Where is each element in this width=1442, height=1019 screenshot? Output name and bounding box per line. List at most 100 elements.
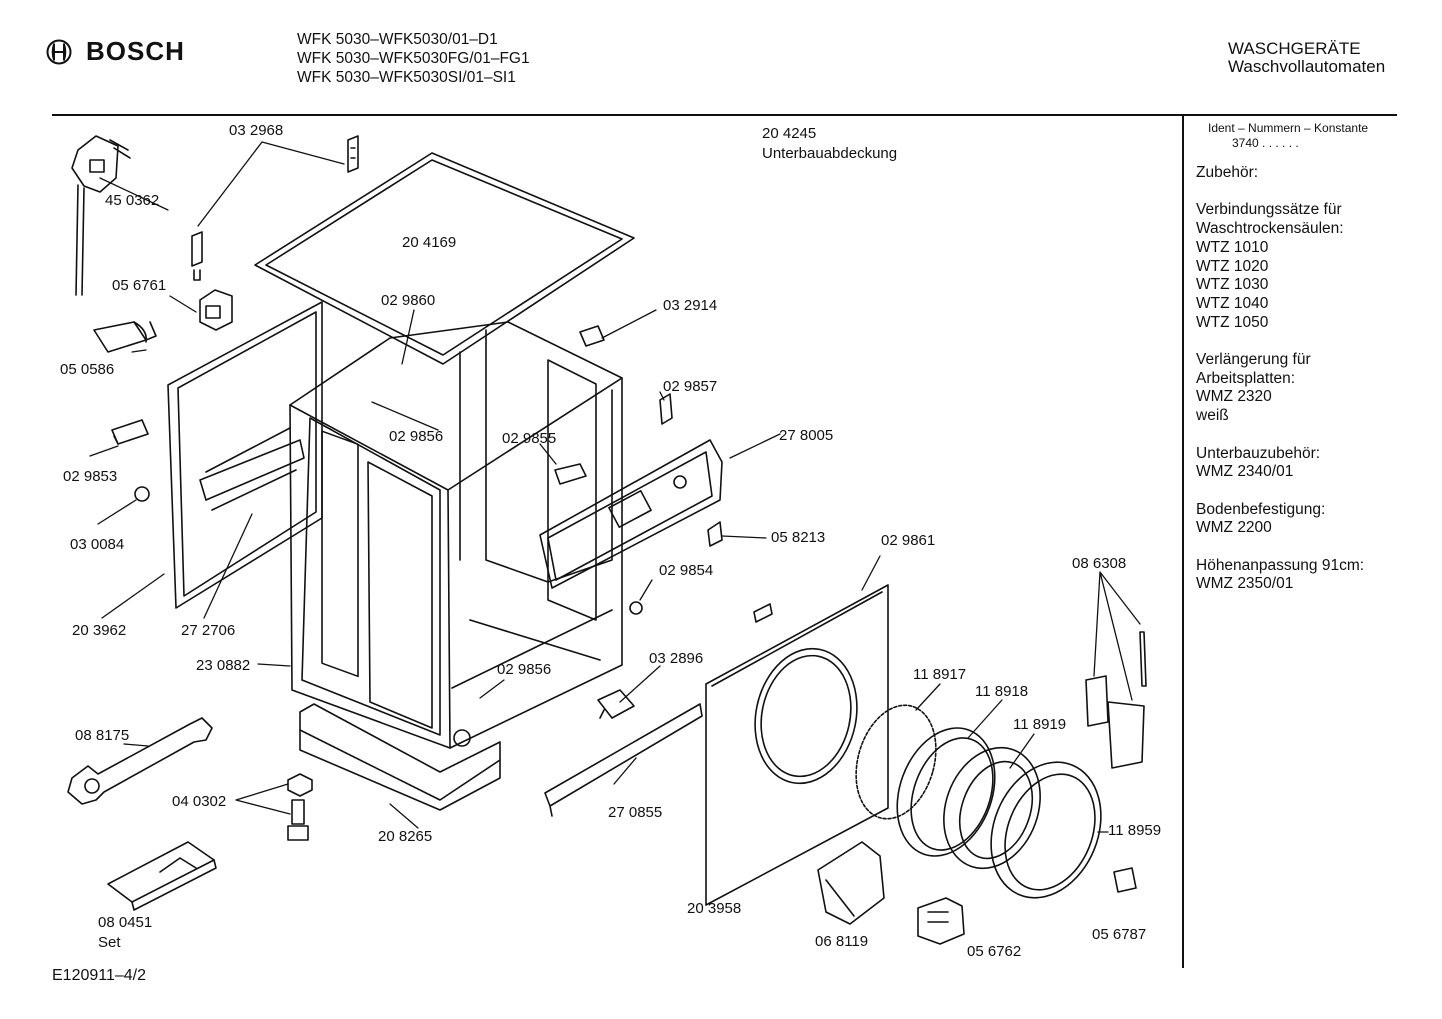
knob-part xyxy=(134,486,150,502)
bolt-part xyxy=(287,799,309,841)
category-heading: WASCHGERÄTE Waschvollautomaten xyxy=(1228,40,1385,76)
door-frame-part xyxy=(990,761,1102,899)
drawing-code: E120911–4/2 xyxy=(52,967,147,984)
label-056762: 05 6762 xyxy=(967,943,1022,960)
rear-panel-part xyxy=(167,301,323,609)
label-029857: 02 9857 xyxy=(663,378,718,395)
accessory-line: WTZ 1020 xyxy=(1196,257,1269,275)
model-list: WFK 5030–WFK5030/01–D1 WFK 5030–WFK5030F… xyxy=(297,30,530,87)
label-208265: 20 8265 xyxy=(378,828,433,845)
label-118919: 11 8919 xyxy=(1013,716,1067,733)
accessory-line: WMZ 2340/01 xyxy=(1196,463,1294,481)
hinge-bracket-part xyxy=(597,689,635,719)
spanner-part xyxy=(67,717,213,805)
label-204245: 20 4245 xyxy=(762,125,817,142)
power-plug-part xyxy=(71,135,131,296)
label-230882: 23 0882 xyxy=(196,657,251,674)
label-118959: 11 8959 xyxy=(1108,822,1162,839)
accessory-line: Zubehör: xyxy=(1196,164,1259,181)
door-handle-part xyxy=(817,841,885,925)
front-panel-part xyxy=(705,584,889,906)
cap-part xyxy=(1113,867,1137,893)
header-divider xyxy=(52,114,1397,116)
label-029853: 02 9853 xyxy=(63,468,118,485)
model-line: WFK 5030–WFK5030SI/01–SI1 xyxy=(297,69,516,86)
bracket-part xyxy=(347,135,359,173)
accessory-line: Bodenbefestigung: xyxy=(1196,500,1326,518)
label-029861: 02 9861 xyxy=(881,532,936,549)
housing-part xyxy=(289,321,623,749)
mounting-plate-part xyxy=(107,841,217,911)
latch-part xyxy=(111,419,149,445)
clip-part xyxy=(707,521,723,547)
label-032968: 03 2968 xyxy=(229,122,284,139)
label-030084: 03 0084 xyxy=(70,536,125,553)
door-hook-part xyxy=(917,897,965,945)
top-cover-part xyxy=(254,152,635,365)
label-118918: 11 8918 xyxy=(975,683,1029,700)
accessory-section: Bodenbefestigung: WMZ 2200 xyxy=(1196,501,1364,538)
label-029854: 02 9854 xyxy=(659,562,714,579)
accessories-list: Zubehör: Verbindungssätze für Waschtrock… xyxy=(1196,164,1364,613)
clip-part xyxy=(554,463,587,485)
bracket-part xyxy=(753,603,773,623)
model-line: WFK 5030–WFK5030FG/01–FG1 xyxy=(297,50,530,67)
accessory-line: Verlängerung für xyxy=(1196,351,1311,368)
door-seal-part xyxy=(855,704,937,820)
label-086308: 08 6308 xyxy=(1072,555,1127,572)
nut-part xyxy=(287,773,313,797)
ident-value: 3740 . . . . . . xyxy=(1232,136,1299,150)
door-switch-part xyxy=(199,289,233,331)
accessory-line: WTZ 1030 xyxy=(1196,276,1269,294)
bracket-part xyxy=(191,231,203,281)
label-029855: 02 9855 xyxy=(502,430,557,447)
label-050586: 05 0586 xyxy=(60,361,115,378)
label-080451: 08 0451 xyxy=(98,914,153,931)
accessory-line: WMZ 2320 xyxy=(1196,388,1272,406)
label-029856-top: 02 9856 xyxy=(389,428,444,445)
ident-title: Ident – Nummern – Konstante xyxy=(1208,121,1369,135)
model-line: WFK 5030–WFK5030/01–D1 xyxy=(297,31,498,48)
leader-lines xyxy=(89,141,1141,833)
accessory-line: weiß xyxy=(1196,407,1229,425)
label-029856-bottom: 02 9856 xyxy=(497,661,552,678)
accessory-line: WTZ 1050 xyxy=(1196,313,1269,331)
toe-board-part xyxy=(544,703,703,817)
accessory-section: Unterbauzubehör: WMZ 2340/01 xyxy=(1196,445,1364,482)
filter-part xyxy=(93,321,157,353)
accessory-line: WTZ 1010 xyxy=(1196,238,1269,256)
label-204245-desc: Unterbauabdeckung xyxy=(762,145,898,162)
brand-logo: BOSCH xyxy=(46,36,185,67)
accessory-line: WMZ 2200 xyxy=(1196,519,1272,537)
label-278005: 27 8005 xyxy=(779,427,834,444)
accessory-line: WMZ 2350/01 xyxy=(1196,575,1294,593)
accessory-line: Verbindungssätze für xyxy=(1196,201,1342,219)
door-ring-part xyxy=(896,727,996,857)
brand-name: BOSCH xyxy=(86,36,185,66)
clip-part xyxy=(579,325,605,347)
grommet-part xyxy=(629,601,643,615)
clip-part xyxy=(659,393,673,425)
label-118917: 11 8917 xyxy=(913,666,967,683)
base-plate-part xyxy=(299,703,501,811)
ident-block: Ident – Nummern – Konstante 3740 . . . .… xyxy=(1208,121,1368,151)
accessory-line: Arbeitsplatten: xyxy=(1196,369,1296,387)
label-272706: 27 2706 xyxy=(181,622,236,639)
label-032914: 03 2914 xyxy=(663,297,718,314)
accessory-section: Höhenanpassung 91cm: WMZ 2350/01 xyxy=(1196,557,1364,594)
label-032896: 03 2896 xyxy=(649,650,704,667)
label-058213: 05 8213 xyxy=(771,529,826,546)
accessory-section: Verlängerung für Arbeitsplatten: WMZ 232… xyxy=(1196,351,1364,426)
accessory-line: Höhenanpassung 91cm: xyxy=(1196,556,1365,574)
label-080451-set: Set xyxy=(98,934,121,951)
label-068119: 06 8119 xyxy=(815,933,869,950)
label-203962: 20 3962 xyxy=(72,622,127,639)
label-088175: 08 8175 xyxy=(75,727,130,744)
accessory-section: Verbindungssätze für Waschtrockensäulen:… xyxy=(1196,201,1364,332)
category-line-1: WASCHGERÄTE xyxy=(1228,39,1361,58)
accessory-line: Waschtrockensäulen: xyxy=(1196,220,1344,238)
accessory-section: Zubehör: xyxy=(1196,164,1364,183)
label-203958: 20 3958 xyxy=(687,900,742,917)
label-450362: 45 0362 xyxy=(105,192,160,209)
